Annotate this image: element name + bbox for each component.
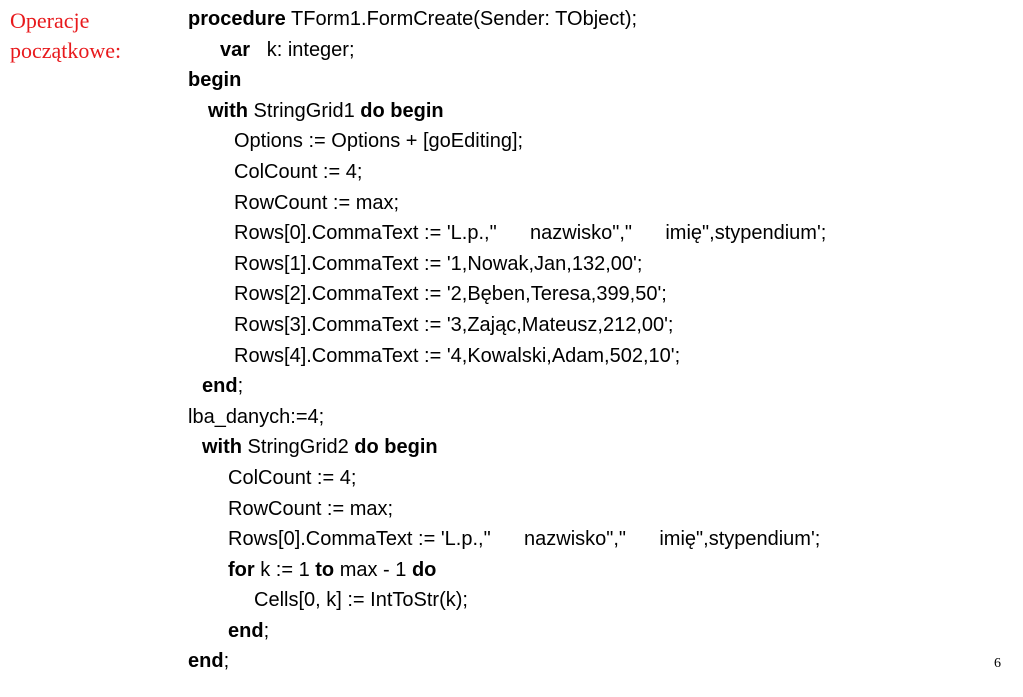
code-line: var k: integer; (188, 35, 1008, 66)
code-line: with StringGrid1 do begin (188, 96, 1008, 127)
code-keyword: with (208, 99, 248, 122)
code-line: Rows[2].CommaText := '2,Bęben,Teresa,399… (188, 279, 1008, 310)
code-text: Rows[4].CommaText := '4,Kowalski,Adam,50… (234, 344, 681, 367)
code-keyword: to (315, 558, 335, 581)
code-line: ColCount := 4; (188, 157, 1008, 188)
code-text: Rows[3].CommaText := '3,Zając,Mateusz,21… (234, 313, 674, 336)
code-text: ColCount := 4; (234, 160, 363, 183)
code-keyword: for (228, 558, 255, 581)
code-text: ; (237, 375, 244, 398)
code-keyword: begin (188, 69, 242, 92)
code-text: ColCount := 4; (228, 466, 357, 489)
code-text: Options := Options + [goEditing]; (234, 130, 524, 153)
slide-title-line-2: początkowe: (10, 38, 122, 63)
code-line: RowCount := max; (188, 494, 1008, 525)
code-text: Rows[0].CommaText := 'L.p.," nazwisko","… (228, 528, 821, 551)
code-keyword: do begin (354, 436, 438, 459)
code-keyword: var (220, 38, 251, 61)
page-number: 6 (994, 656, 1001, 671)
code-line: Rows[1].CommaText := '1,Nowak,Jan,132,00… (188, 249, 1008, 280)
code-keyword: do begin (360, 99, 444, 122)
code-line: Cells[0, k] := IntToStr(k); (188, 585, 1008, 616)
code-text: max - 1 (334, 558, 412, 581)
code-text: Rows[1].CommaText := '1,Nowak,Jan,132,00… (234, 252, 643, 275)
code-text: RowCount := max; (228, 497, 394, 520)
code-line: end; (188, 616, 1008, 647)
code-text: TForm1.FormCreate(Sender: TObject); (285, 8, 638, 30)
code-keyword: procedure (188, 8, 286, 30)
code-line: lba_danych:=4; (188, 402, 1008, 433)
code-line: Options := Options + [goEditing]; (188, 126, 1008, 157)
code-text: StringGrid2 (242, 436, 355, 459)
code-text: k := 1 (254, 558, 316, 581)
slide-title: Operacje początkowe: (10, 6, 170, 66)
code-keyword: end (202, 375, 238, 398)
code-line: Rows[3].CommaText := '3,Zając,Mateusz,21… (188, 310, 1008, 341)
code-line: begin (188, 65, 1008, 96)
code-text: ; (223, 650, 230, 673)
code-line: with StringGrid2 do begin (188, 432, 1008, 463)
code-text: k: integer; (250, 38, 355, 61)
code-keyword: do (411, 558, 437, 581)
code-text: StringGrid1 (248, 99, 361, 122)
code-line: Rows[4].CommaText := '4,Kowalski,Adam,50… (188, 341, 1008, 372)
code-text: lba_danych:=4; (188, 405, 325, 428)
code-keyword: end (228, 619, 264, 642)
code-line: Rows[0].CommaText := 'L.p.," nazwisko","… (188, 524, 1008, 555)
code-listing: procedure TForm1.FormCreate(Sender: TObj… (188, 4, 1008, 677)
slide-title-line-1: Operacje (10, 8, 90, 33)
code-keyword: with (202, 436, 242, 459)
code-text: ; (263, 619, 270, 642)
code-line: procedure TForm1.FormCreate(Sender: TObj… (188, 4, 1008, 35)
code-line: Rows[0].CommaText := 'L.p.," nazwisko","… (188, 218, 1008, 249)
code-text: Cells[0, k] := IntToStr(k); (254, 589, 468, 612)
code-line: ColCount := 4; (188, 463, 1008, 494)
code-keyword: end (188, 650, 224, 673)
code-text: Rows[0].CommaText := 'L.p.," nazwisko","… (234, 222, 827, 245)
code-line: end; (188, 646, 1008, 677)
code-text: Rows[2].CommaText := '2,Bęben,Teresa,399… (234, 283, 667, 306)
code-line: end; (188, 371, 1008, 402)
code-line: for k := 1 to max - 1 do (188, 555, 1008, 586)
code-text: RowCount := max; (234, 191, 400, 214)
code-line: RowCount := max; (188, 188, 1008, 219)
